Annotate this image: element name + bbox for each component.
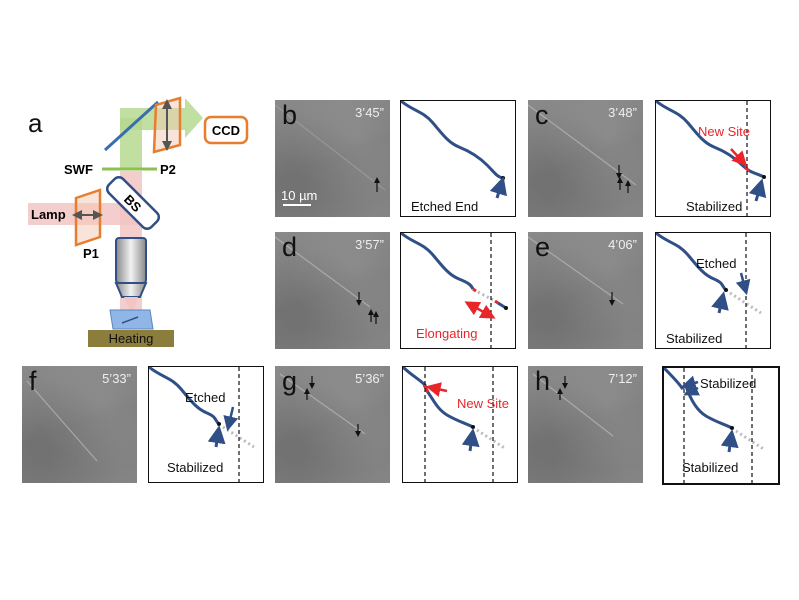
blue-arrow — [223, 406, 239, 432]
new-site-label: New Site — [698, 124, 750, 139]
etched-label: Etched — [696, 256, 736, 271]
elongating-label: Elongating — [416, 326, 477, 341]
panel-h-micrograph: h 7’12” — [528, 366, 643, 483]
stabilized-label-top: Stabilized — [700, 376, 756, 391]
lamp-label: Lamp — [31, 207, 66, 222]
etched-segment — [476, 428, 507, 451]
panel-h-schematic: Stabilized Stabilized — [662, 366, 780, 485]
panel-f-micrograph: f 5’33” — [22, 366, 137, 483]
nanowire — [401, 233, 475, 290]
red-tip — [494, 299, 499, 305]
panel-e-schematic: Etched Stabilized — [655, 232, 771, 349]
panel-c-schematic: New Site Stabilized — [655, 100, 771, 217]
wire-end — [217, 422, 221, 426]
nanowire — [401, 101, 504, 180]
panel-c-micrograph: c 3’48” — [528, 100, 643, 217]
panel-a-setup-diagram: a CCD P2 SWF BS Lamp P1 — [20, 90, 270, 360]
wire-end — [724, 288, 728, 292]
red-tip — [472, 287, 477, 293]
p1-label: P1 — [83, 246, 99, 261]
beam-splitter: BS — [105, 175, 161, 231]
panel-f-schematic: Etched Stabilized — [148, 366, 264, 483]
stabilized-label: Stabilized — [167, 460, 223, 475]
red-arrow — [730, 148, 748, 167]
panel-label-a: a — [28, 108, 43, 138]
wire-end — [471, 425, 475, 429]
wire-end — [730, 426, 734, 430]
blue-arrow — [683, 381, 701, 396]
blue-arrow — [207, 425, 226, 448]
objective-tip — [114, 282, 148, 298]
panel-label-f: f — [29, 366, 37, 396]
etched-segment — [735, 429, 766, 452]
heating-stage — [88, 330, 174, 347]
red-double-arrow — [464, 301, 496, 319]
nanowire — [149, 367, 221, 426]
timestamp-f: 5’33” — [102, 371, 131, 386]
blue-arrow — [735, 272, 751, 296]
scale-bar — [283, 204, 311, 206]
stabilized-label: Stabilized — [686, 199, 742, 214]
panel-label-g: g — [282, 366, 298, 396]
swf-label: SWF — [64, 162, 93, 177]
panel-g-schematic: New Site — [402, 366, 518, 483]
ccd-label: CCD — [212, 123, 240, 138]
timestamp-c: 3’48” — [608, 105, 637, 120]
objective-lens — [115, 237, 147, 284]
focus-cone — [124, 297, 138, 316]
blue-arrow — [711, 291, 729, 314]
panel-label-e: e — [535, 232, 551, 262]
wire-end — [504, 306, 508, 310]
panel-label-h: h — [535, 366, 551, 396]
scale-bar-label: 10 µm — [281, 188, 318, 203]
new-site-mark — [743, 165, 751, 173]
sample-wire — [121, 316, 139, 324]
timestamp-h: 7’12” — [608, 371, 637, 386]
stabilized-label-bottom: Stabilized — [682, 460, 738, 475]
timestamp-e: 4’06” — [608, 237, 637, 252]
blue-arrow — [748, 178, 767, 202]
nanowire — [664, 368, 733, 430]
blue-arrow — [461, 428, 480, 452]
etched-segment — [729, 291, 762, 315]
panel-b-micrograph: b 3’45” 10 µm — [275, 100, 390, 217]
wire-end — [501, 176, 505, 180]
timestamp-d: 3’57” — [355, 237, 384, 252]
blue-arrow — [680, 375, 699, 391]
panel-b-schematic: Etched End — [400, 100, 516, 217]
p2-label: P2 — [160, 162, 176, 177]
new-site-label: New Site — [457, 396, 509, 411]
heating-label: Heating — [109, 331, 154, 346]
red-arrow — [425, 382, 448, 397]
blue-arrow — [720, 429, 739, 453]
nanowire — [656, 101, 765, 179]
stabilized-label: Stabilized — [666, 331, 722, 346]
blue-arrow — [489, 176, 507, 199]
etched-end-label: Etched End — [411, 199, 478, 214]
polarizer-p1 — [74, 188, 102, 247]
wire-end — [762, 175, 766, 179]
etched-segment — [477, 290, 496, 303]
etched-label: Etched — [185, 390, 225, 405]
mirror — [103, 100, 160, 152]
panel-e-micrograph: e 4’06” — [528, 232, 643, 349]
timestamp-g: 5’36” — [355, 371, 384, 386]
panel-label-c: c — [535, 100, 549, 130]
ccd-box — [203, 115, 249, 145]
nanowire — [656, 233, 728, 292]
panel-g-micrograph: g 5’36” — [275, 366, 390, 483]
nanowire — [403, 367, 474, 429]
timestamp-b: 3’45” — [355, 105, 384, 120]
panel-d-schematic: Elongating — [400, 232, 516, 349]
panel-d-micrograph: d 3’57” — [275, 232, 390, 349]
panel-label-b: b — [282, 100, 298, 130]
panel-label-d: d — [282, 232, 298, 262]
